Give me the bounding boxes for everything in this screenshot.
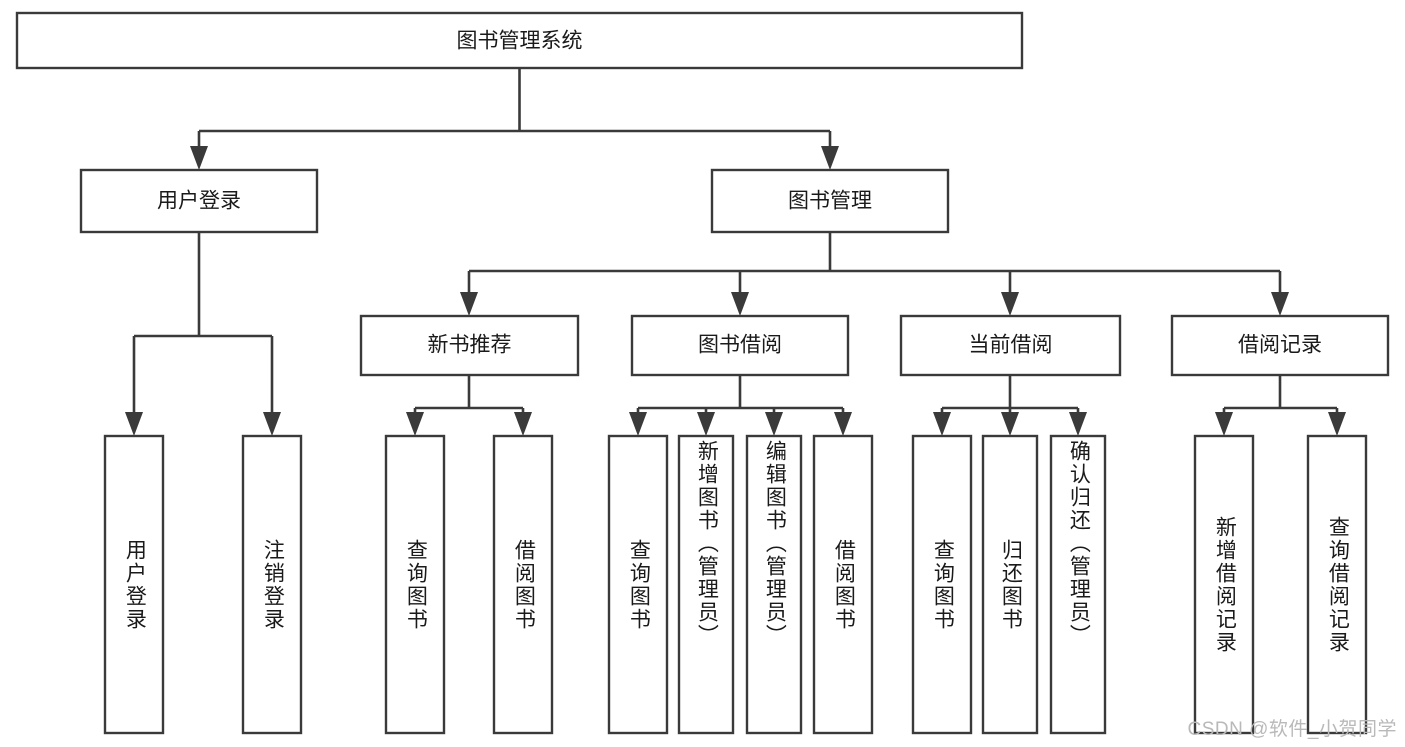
connector-group-borrow [629, 375, 852, 436]
arrowhead-current-leaf-3 [1069, 412, 1087, 436]
node-new-book-recommend[interactable]: 新书推荐 [359, 314, 580, 377]
arrowhead-record-leaf-1 [1215, 412, 1233, 436]
node-new-book-recommend-rect[interactable] [359, 314, 580, 377]
arrowhead-root-to-book [821, 146, 839, 170]
node-user-login-label: 用户登录 [157, 190, 241, 213]
leaf-node-borrow-book-newbook[interactable] [492, 434, 554, 735]
node-current-borrow-rect[interactable] [899, 314, 1122, 377]
node-root-label: 图书管理系统 [457, 30, 583, 53]
arrowhead-current-leaf-2 [1001, 412, 1019, 436]
node-book-borrow-label: 图书借阅 [698, 334, 782, 357]
leaf-node-confirm-return-admin[interactable] [1049, 434, 1107, 735]
arrowhead-current-leaf-1 [933, 412, 951, 436]
leaf-node-logout[interactable] [241, 434, 303, 735]
arrowhead-newbook-leaf-2 [514, 412, 532, 436]
leaf-node-edit-book-admin[interactable] [745, 434, 803, 735]
arrowhead-user-leaf-2 [263, 412, 281, 436]
node-root[interactable]: 图书管理系统 [15, 11, 1024, 70]
node-book-borrow[interactable]: 图书借阅 [630, 314, 850, 377]
node-borrow-record[interactable]: 借阅记录 [1170, 314, 1390, 377]
arrowhead-bookmgr-borrow [731, 292, 749, 316]
leaf-node-query-book-borrow-rect[interactable] [607, 434, 669, 735]
arrowhead-bookmgr-record [1271, 292, 1289, 316]
arrowhead-borrow-leaf-1 [629, 412, 647, 436]
leaf-node-edit-book-admin-rect[interactable] [745, 434, 803, 735]
connector-group-newbook [406, 375, 532, 436]
connector-group-root [190, 68, 839, 170]
connector-group-user-login [125, 232, 281, 436]
node-user-login-rect[interactable] [79, 168, 319, 234]
arrowhead-bookmgr-newbook [460, 292, 478, 316]
node-new-book-recommend-label: 新书推荐 [428, 334, 512, 357]
arrowhead-borrow-leaf-2 [697, 412, 715, 436]
connector-group-current [933, 375, 1087, 436]
csdn-watermark: CSDN @软件_小贺同学 [1187, 719, 1397, 740]
leaf-node-user-login-rect[interactable] [103, 434, 165, 735]
leaf-node-query-book-newbook[interactable] [384, 434, 446, 735]
node-user-login[interactable]: 用户登录 [79, 168, 319, 234]
arrowhead-user-leaf-1 [125, 412, 143, 436]
leaf-node-logout-rect[interactable] [241, 434, 303, 735]
node-root-rect[interactable] [15, 11, 1024, 70]
leaf-node-query-borrow-record-rect[interactable] [1306, 434, 1368, 735]
arrowhead-bookmgr-current [1001, 292, 1019, 316]
leaf-node-borrow-book-newbook-rect[interactable] [492, 434, 554, 735]
arrowhead-borrow-leaf-4 [834, 412, 852, 436]
node-book-management[interactable]: 图书管理 [710, 168, 950, 234]
leaf-node-query-book-current[interactable] [911, 434, 973, 735]
node-book-management-label: 图书管理 [788, 190, 872, 213]
leaf-node-return-book-rect[interactable] [981, 434, 1039, 735]
leaf-node-borrow-book-borrow-rect[interactable] [812, 434, 874, 735]
connector-group-book-manage [460, 232, 1289, 316]
leaf-node-query-book-newbook-rect[interactable] [384, 434, 446, 735]
leaf-node-add-book-admin[interactable] [677, 434, 735, 735]
leaf-node-user-login[interactable] [103, 434, 165, 735]
connector-group-record [1215, 375, 1346, 436]
node-book-management-rect[interactable] [710, 168, 950, 234]
leaf-node-confirm-return-admin-rect[interactable] [1049, 434, 1107, 735]
leaf-node-add-borrow-record[interactable] [1193, 434, 1255, 735]
node-current-borrow-label: 当前借阅 [969, 334, 1053, 357]
leaf-node-return-book[interactable] [981, 434, 1039, 735]
arrowhead-root-to-user [190, 146, 208, 170]
node-borrow-record-label: 借阅记录 [1238, 334, 1322, 357]
arrowhead-borrow-leaf-3 [765, 412, 783, 436]
node-current-borrow[interactable]: 当前借阅 [899, 314, 1122, 377]
leaf-node-query-borrow-record[interactable] [1306, 434, 1368, 735]
leaf-node-add-book-admin-rect[interactable] [677, 434, 735, 735]
node-borrow-record-rect[interactable] [1170, 314, 1390, 377]
arrowhead-newbook-leaf-1 [406, 412, 424, 436]
leaf-node-add-borrow-record-rect[interactable] [1193, 434, 1255, 735]
node-book-borrow-rect[interactable] [630, 314, 850, 377]
leaf-node-borrow-book-borrow[interactable] [812, 434, 874, 735]
leaf-node-query-book-borrow[interactable] [607, 434, 669, 735]
leaf-node-query-book-current-rect[interactable] [911, 434, 973, 735]
arrowhead-record-leaf-2 [1328, 412, 1346, 436]
